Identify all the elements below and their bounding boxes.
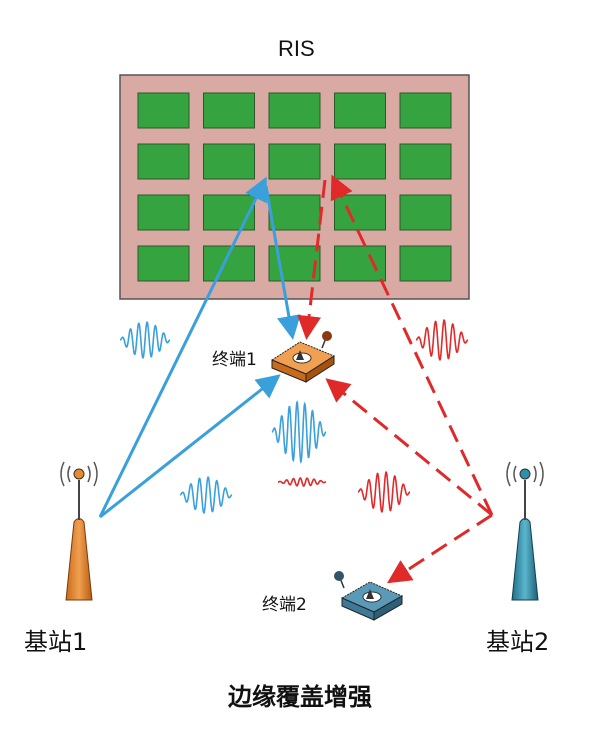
ris-element [137,92,190,129]
ris-element [399,245,452,282]
blue-signal-wave [119,321,171,359]
ris-element [203,194,255,231]
base-station2-label: 基站2 [486,628,550,656]
ris-element [268,143,321,180]
bs2-to-terminal2-link [386,513,493,584]
ris-element [334,92,386,129]
ris-element [399,194,452,231]
terminal2-label: 终端2 [262,595,307,615]
red-signal-wave [415,318,469,362]
red-signal-wave [277,477,327,487]
red-signal-wave [357,470,411,514]
ris-element [334,194,386,231]
terminal2-icon [334,571,404,621]
terminal1-icon [270,331,336,383]
bs1-to-terminal1-link [99,374,281,519]
bs2-to-terminal1-link [325,378,493,517]
ris-element [399,143,452,180]
bs1-to-ris-link [98,176,267,518]
base-station1-icon [60,461,98,601]
bs2-to-ris-link [330,174,494,516]
diagram-caption: 边缘覆盖增强 [228,683,372,711]
ris-element [268,92,321,129]
ris-element [137,194,190,231]
blue-signal-wave [179,476,233,514]
ris-element [334,245,386,282]
ris-element [203,143,255,180]
combined-signal-wave [271,400,327,464]
ris-to-terminal1-blue-link [264,185,301,340]
base-station1-label: 基站1 [24,628,88,656]
terminal1-label: 终端1 [212,350,257,370]
ris-element [137,245,190,282]
ris-element [137,143,190,180]
base-station2-icon [506,461,544,601]
ris-element [399,92,452,129]
ris-elements [137,92,452,282]
ris-element [203,92,255,129]
ris-element [334,143,386,180]
ris-label: RIS [278,36,315,61]
ris-element [268,194,321,231]
